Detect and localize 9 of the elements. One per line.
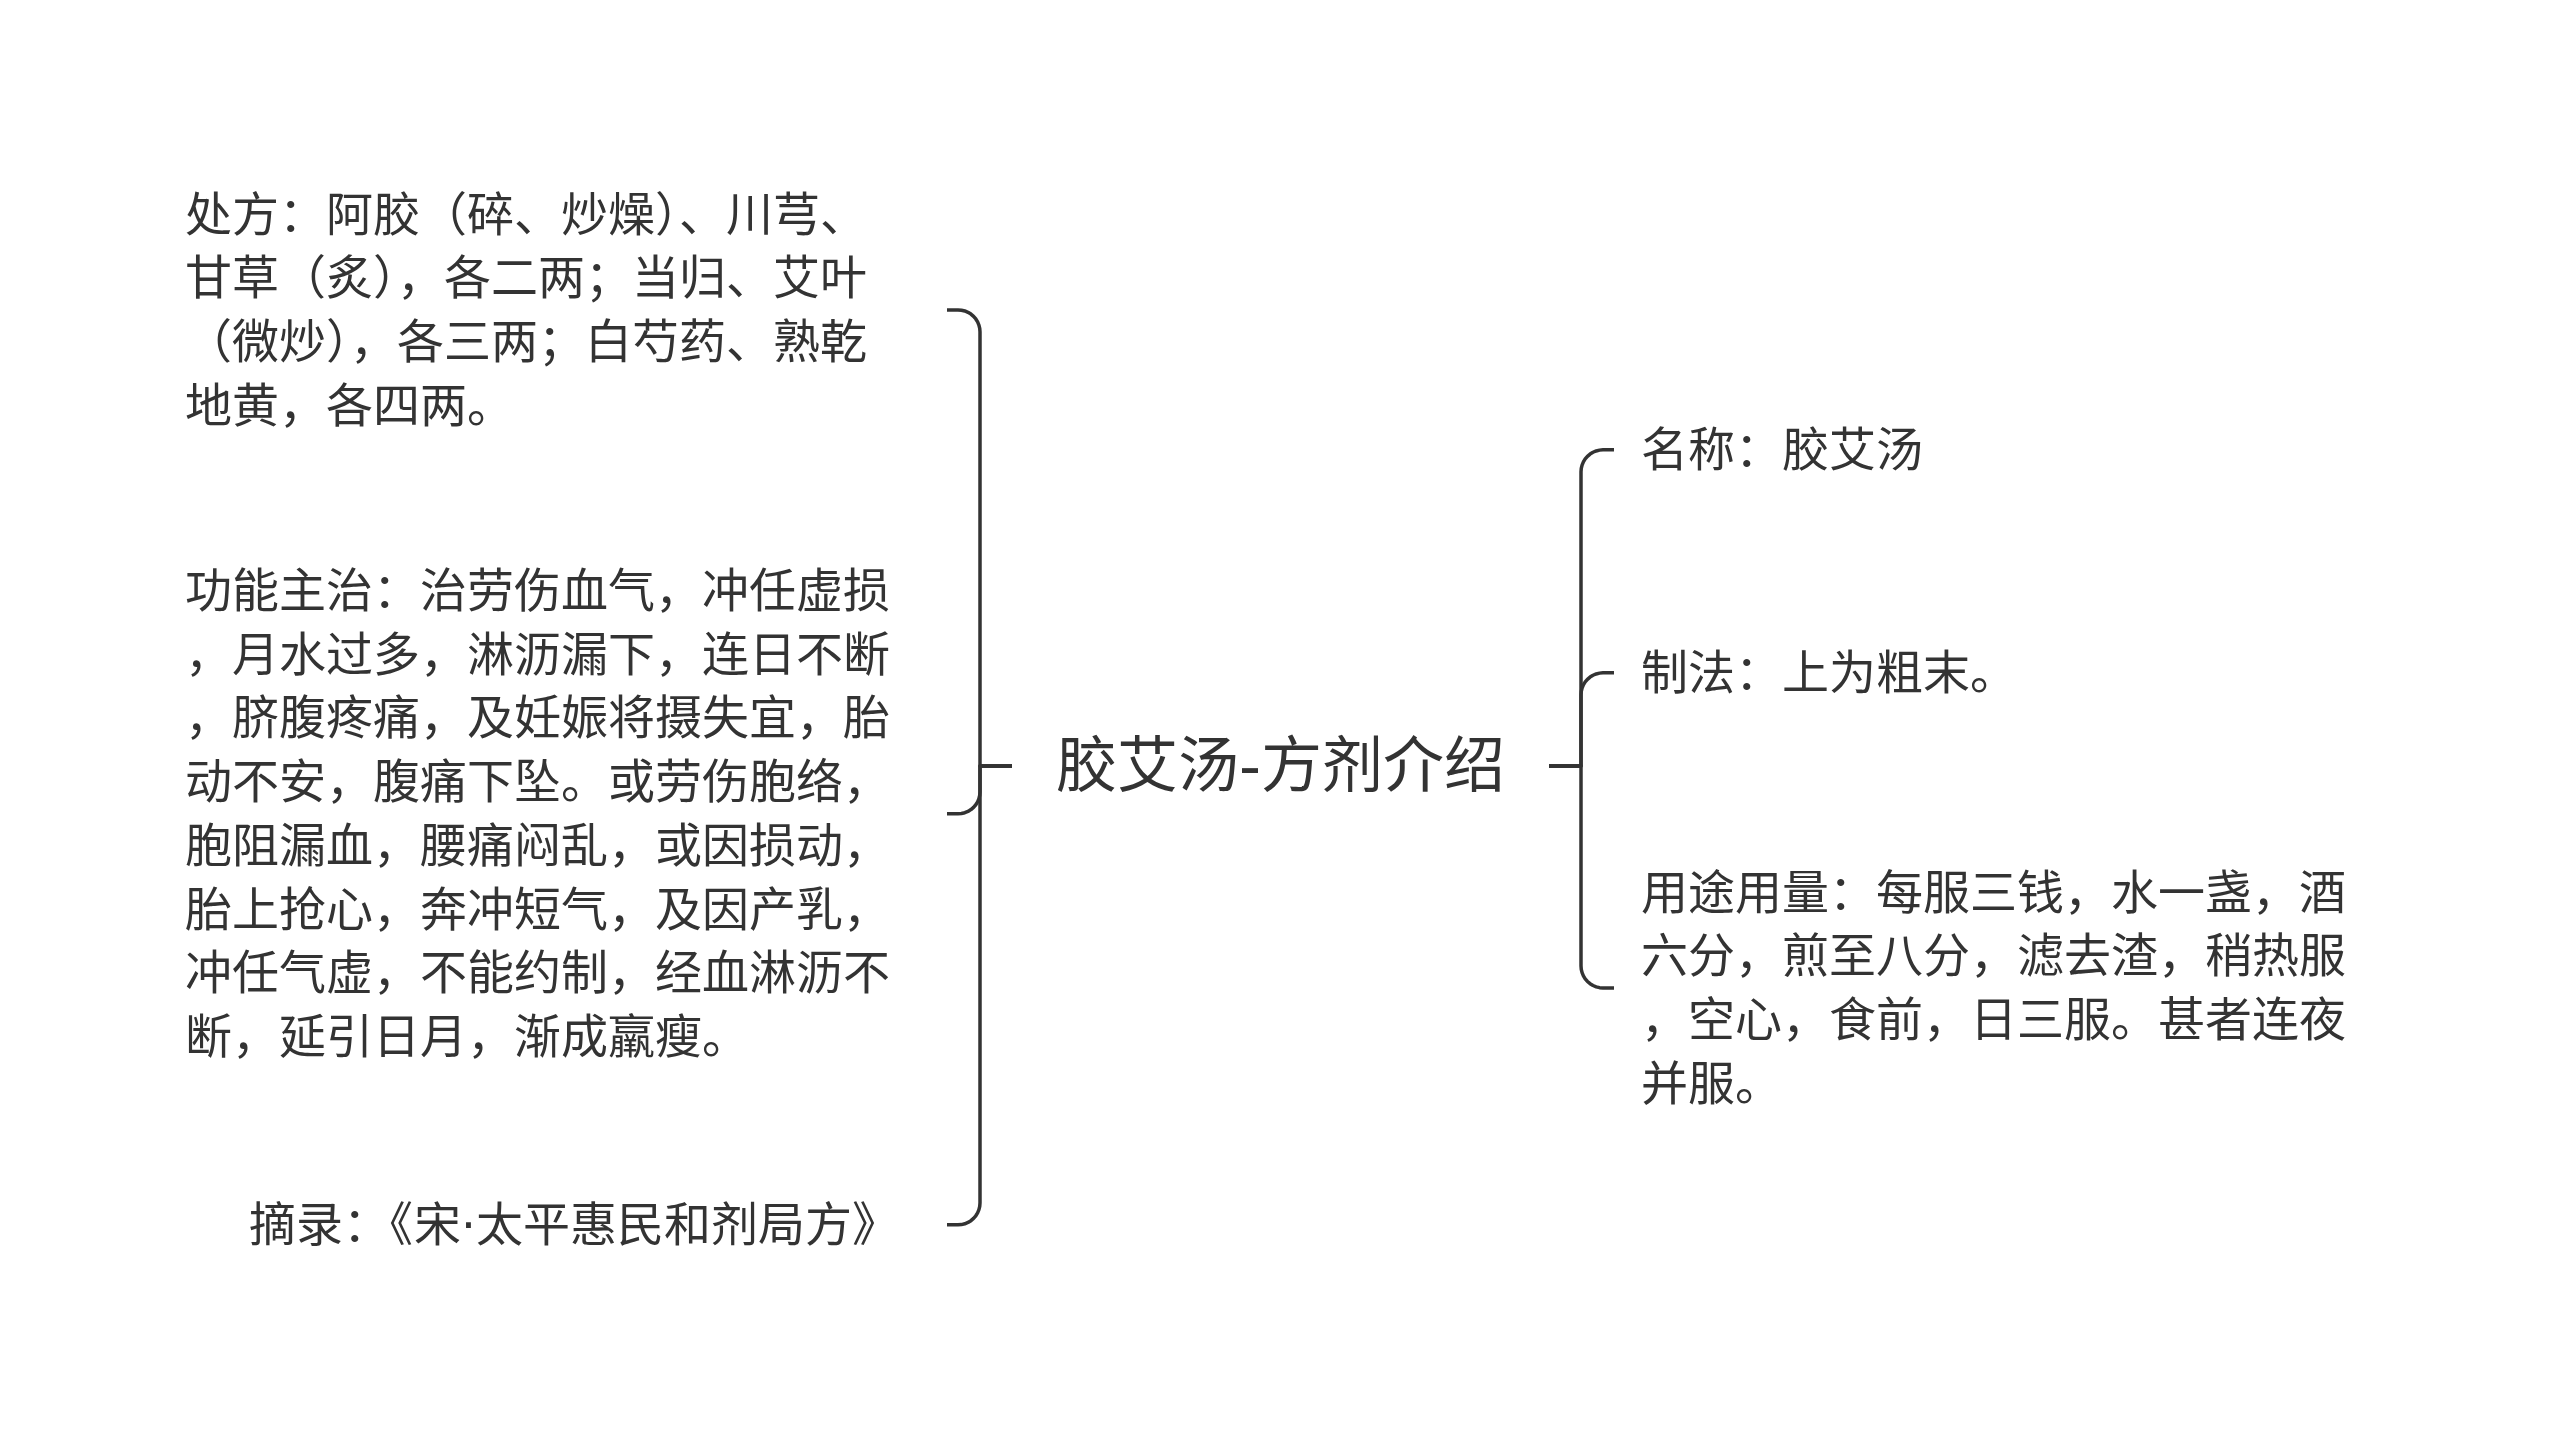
connector-line <box>1549 764 1614 990</box>
connector-line <box>947 764 1012 1227</box>
central-topic: 胶艾汤-方剂介绍 <box>1056 729 1505 803</box>
topic-text: 功能主治：治劳伤血气，冲任虚损，月水过多，淋沥漏下，连日不断，脐腹疼痛，及妊娠将摄失宜，胎动不安，腹痛下坠。或劳伤胞络，胞阻漏血，腰痛闷乱，或因损动，胎上抢心，奔冲短气，及因产乳，冲任气虚，不能约制，经血淋沥不断，延引日月，渐成羸瘦。 <box>184 562 891 1066</box>
topic-text: 摘录：《宋·太平惠民和剂局方》 <box>249 1196 899 1254</box>
topic-text: 处方：阿胶（碎、炒燥）、川芎、甘草（炙），各二两；当归、艾叶（微炒），各三两；白芍药、熟乾地黄，各四两。 <box>184 185 868 435</box>
topic-text: 名称：胶艾汤 <box>1641 421 1923 479</box>
topic-text: 用途用量：每服三钱，水一盏，酒六分，煎至八分，滤去渣，稍热服，空心，食前，日三服。甚者连夜并服。 <box>1641 863 2347 1113</box>
topic-text: 制法：上为粗末。 <box>1641 644 2017 702</box>
